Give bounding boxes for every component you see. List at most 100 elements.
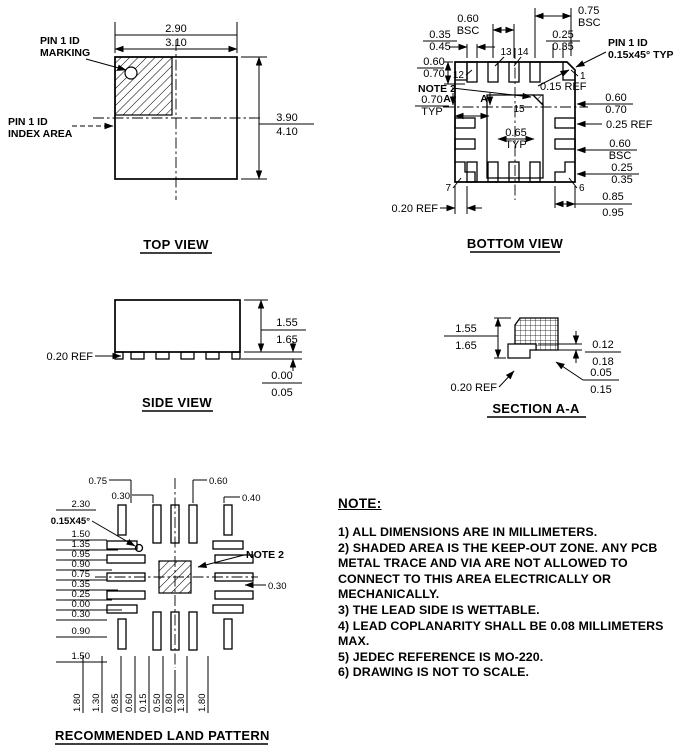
dim-step-max: 0.15 bbox=[590, 384, 611, 396]
pin1-marking-circle bbox=[134, 543, 144, 553]
dim-top-3: 0.40 bbox=[242, 493, 261, 504]
dim-left-5: 0.75 bbox=[72, 569, 91, 580]
dim-corner-length-min: 0.85 bbox=[602, 191, 623, 203]
dim-pad-ref: 0.25 REF bbox=[606, 119, 653, 131]
notes-title: NOTE: bbox=[338, 496, 382, 511]
dim-right-lead2-min: 0.25 bbox=[611, 162, 632, 174]
top-view-dimension-lines bbox=[72, 22, 314, 180]
dim-left-7: 0.25 bbox=[72, 589, 91, 600]
dim-height-max: 4.10 bbox=[276, 126, 297, 138]
dim-left-lower-0: 0.90 bbox=[72, 626, 91, 637]
dim-chamfer-label: 0.15X45° bbox=[51, 516, 90, 527]
dim-bottom-7: 1.30 bbox=[176, 694, 187, 713]
pin1-id-label: PIN 1 ID bbox=[608, 37, 648, 49]
dim-standoff-max: 0.05 bbox=[271, 387, 292, 399]
section-mark-a: A bbox=[443, 93, 451, 105]
section-aa: 1.55 1.65 0.12 0.18 0.05 0.15 0.20 REF S… bbox=[444, 317, 621, 418]
dim-center-pitch-value: 0.65 bbox=[505, 127, 526, 139]
dim-right-pitch-unit: BSC bbox=[609, 150, 632, 162]
section-mark-a: A bbox=[480, 93, 488, 105]
dim-left-6: 0.35 bbox=[72, 579, 91, 590]
pin1-index-label: INDEX AREA bbox=[8, 128, 73, 140]
dim-right-lead-min: 0.60 bbox=[605, 92, 626, 104]
dim-width-min: 2.90 bbox=[165, 23, 186, 35]
dim-section-height-max: 1.65 bbox=[455, 340, 476, 352]
pin1-id-chamfer-label: 0.15x45° TYP bbox=[608, 49, 674, 61]
dim-bottom-2: 0.85 bbox=[110, 694, 121, 713]
dim-section-height-min: 1.55 bbox=[455, 323, 476, 335]
note2-callout: NOTE 2 bbox=[246, 549, 284, 561]
dim-left-1: 1.50 bbox=[72, 529, 91, 540]
dim-body-height-max: 1.65 bbox=[276, 334, 297, 346]
top-view-centerlines bbox=[93, 40, 263, 200]
dim-lead-ref: 0.20 REF bbox=[47, 351, 94, 363]
note-item-1: 1) ALL DIMENSIONS ARE IN MILLIMETERS. bbox=[338, 525, 598, 539]
land-pattern: 0.75 0.30 0.60 0.40 2.30 0.15X45° 1.50 1… bbox=[51, 476, 287, 745]
land-pads bbox=[106, 504, 254, 651]
dim-flank-max: 0.18 bbox=[592, 356, 613, 368]
dim-left-9: 0.30 bbox=[72, 609, 91, 620]
dim-flank-min: 0.12 bbox=[592, 339, 613, 351]
dim-top-0: 0.75 bbox=[89, 476, 108, 487]
keep-out-hatch-area bbox=[158, 560, 192, 594]
dim-bottom-3: 0.60 bbox=[124, 694, 135, 713]
dim-bottom-1: 1.30 bbox=[91, 694, 102, 713]
dim-left-lead-max: 0.70 bbox=[423, 68, 444, 80]
dim-left-3: 0.95 bbox=[72, 549, 91, 560]
dim-lead-width-max: 0.45 bbox=[429, 41, 450, 53]
note2-callout: NOTE 2 bbox=[418, 83, 456, 95]
lead-slots bbox=[454, 61, 576, 183]
top-view: 2.90 3.10 3.90 4.10 PIN 1 ID MARKING PIN… bbox=[8, 22, 314, 254]
dim-width-max: 3.10 bbox=[165, 37, 186, 49]
dim-right-pitch-value: 0.60 bbox=[609, 138, 630, 150]
dim-chamfer-ref: 0.15 REF bbox=[540, 81, 587, 93]
dim-lead-width-min: 0.35 bbox=[429, 29, 450, 41]
dim-step-min: 0.05 bbox=[590, 367, 611, 379]
dim-top-pitch-unit: BSC bbox=[457, 25, 480, 37]
bottom-view-title: BOTTOM VIEW bbox=[467, 236, 564, 251]
package-body-outline bbox=[114, 299, 241, 353]
pin-number-13: 13 bbox=[500, 47, 512, 58]
dim-left-lead-min: 0.60 bbox=[423, 56, 444, 68]
lead-cross-section bbox=[507, 343, 537, 359]
bottom-view: 0.60 BSC 0.75 BSC 0.35 0.45 0.25 0.35 PI… bbox=[392, 5, 674, 253]
top-view-title: TOP VIEW bbox=[143, 237, 209, 252]
pin1-marking-label: PIN 1 ID bbox=[40, 35, 80, 47]
land-pattern-dimension-lines bbox=[56, 479, 266, 713]
dim-section-offset-value: 0.70 bbox=[421, 94, 442, 106]
bottom-view-dimension-lines bbox=[415, 8, 639, 214]
dim-bottom-5: 0.50 bbox=[152, 694, 163, 713]
dim-left-2: 1.35 bbox=[72, 539, 91, 550]
dim-center-pitch-unit: TYP bbox=[505, 139, 526, 151]
keep-out-hatch-area bbox=[531, 94, 544, 107]
note-item-4: 4) LEAD COPLANARITY SHALL BE 0.08 MILLIM… bbox=[338, 618, 664, 649]
pin1-marking-circle bbox=[124, 66, 138, 80]
note-item-5: 5) JEDEC REFERENCE IS MO-220. bbox=[338, 649, 544, 664]
note-item-2: 2) SHADED AREA IS THE KEEP-OUT ZONE. ANY… bbox=[338, 540, 658, 602]
pin-number-7: 7 bbox=[445, 183, 451, 194]
notes-section: NOTE: 1) ALL DIMENSIONS ARE IN MILLIMETE… bbox=[338, 496, 670, 681]
dim-standoff-min: 0.00 bbox=[271, 370, 292, 382]
side-view-title: SIDE VIEW bbox=[142, 395, 212, 410]
section-aa-title: SECTION A-A bbox=[492, 401, 580, 416]
dim-edge-ref: 0.20 REF bbox=[392, 203, 439, 215]
dim-bottom-0: 1.80 bbox=[72, 694, 83, 713]
note-item-3: 3) THE LEAD SIDE IS WETTABLE. bbox=[338, 602, 540, 617]
dim-bottom-8: 1.80 bbox=[197, 694, 208, 713]
dim-lead-ref: 0.20 REF bbox=[451, 382, 498, 394]
dim-right: 0.30 bbox=[268, 581, 287, 592]
pin-number-15: 15 bbox=[513, 104, 525, 115]
dim-corner-length-max: 0.95 bbox=[602, 207, 623, 219]
pin1-index-hatch-area bbox=[114, 56, 173, 116]
dim-top-2: 0.60 bbox=[209, 476, 228, 487]
pin-number-14: 14 bbox=[517, 47, 529, 58]
pin-number-1: 1 bbox=[580, 71, 586, 82]
note-item-6: 6) DRAWING IS NOT TO SCALE. bbox=[338, 665, 530, 680]
pin1-marking-label: MARKING bbox=[40, 47, 90, 59]
pin-number-6: 6 bbox=[579, 183, 585, 194]
dim-left-4: 0.90 bbox=[72, 559, 91, 570]
dim-left-8: 0.00 bbox=[72, 599, 91, 610]
dim-left-lower-1: 1.50 bbox=[72, 651, 91, 662]
